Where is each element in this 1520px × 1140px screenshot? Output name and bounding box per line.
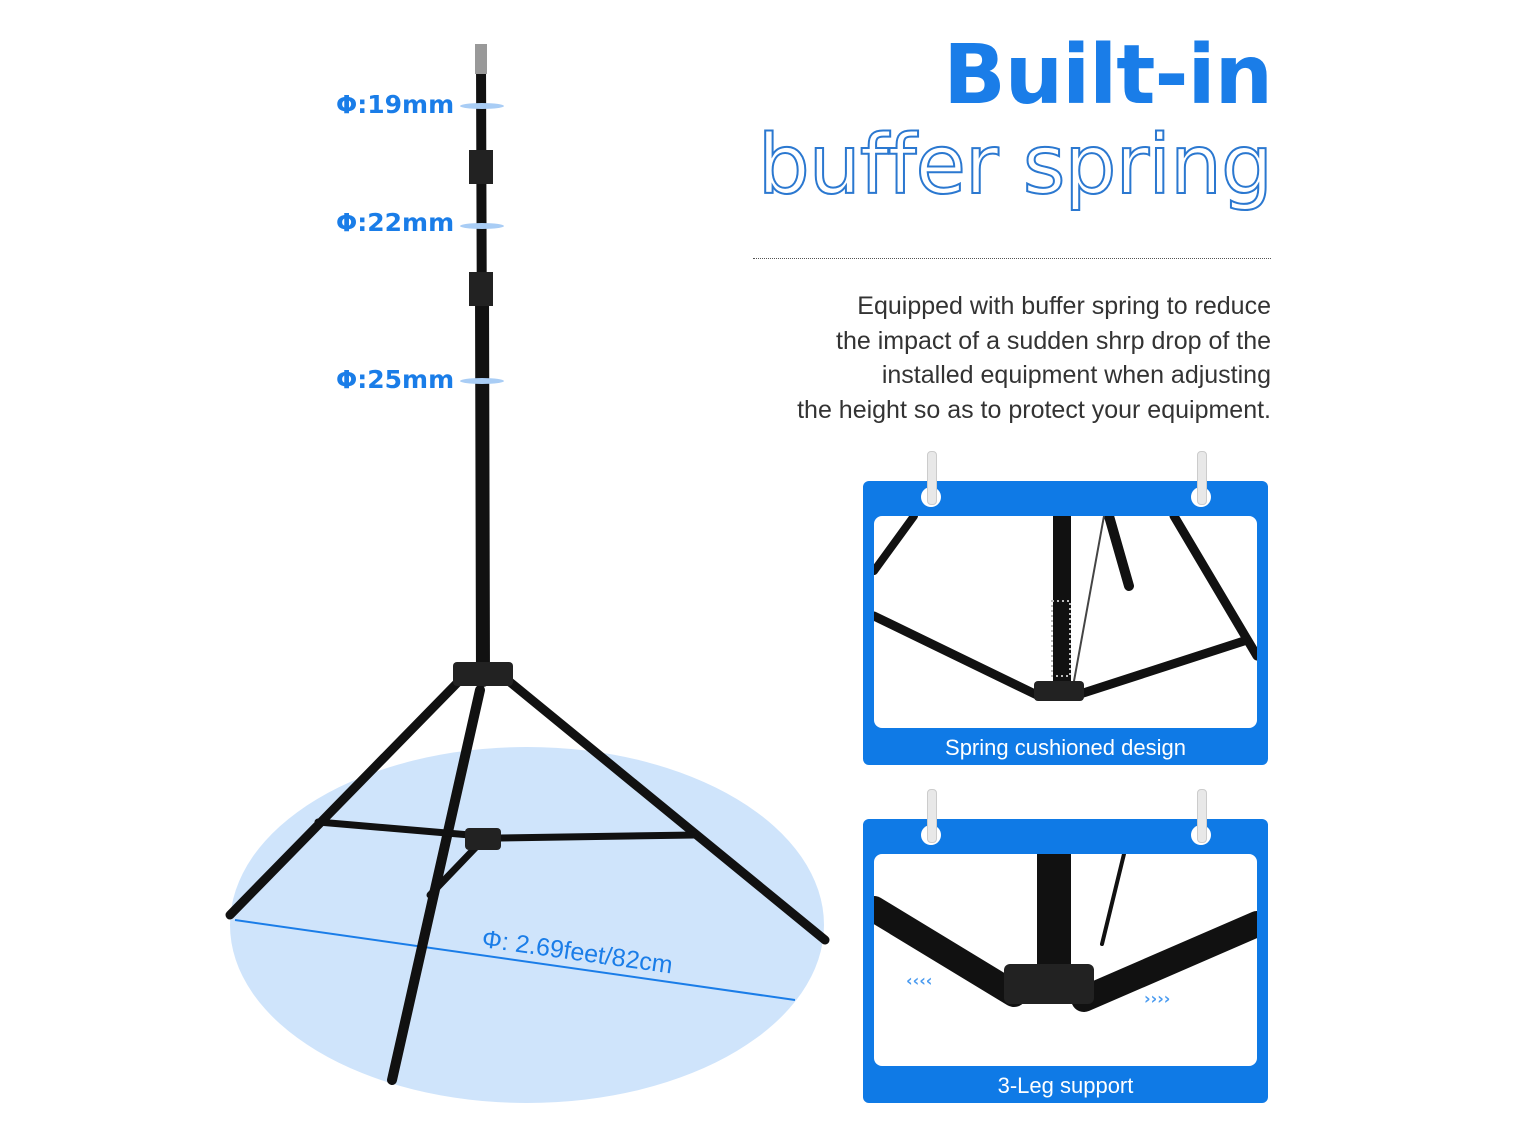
left-leg: [225, 673, 467, 920]
headline-line1: Built-in: [943, 28, 1273, 123]
brace-hub: [465, 828, 501, 850]
footprint-diameter-line: [234, 919, 796, 1001]
leg-support-panel: ‹‹‹‹ ›››› 3-Leg support: [863, 789, 1268, 1103]
panel-caption: 3-Leg support: [997, 1073, 1134, 1098]
description: Equipped with buffer spring to reduce th…: [711, 289, 1271, 427]
knob-upper: [469, 150, 493, 184]
right-brace: [496, 831, 699, 842]
hook-icon: [1197, 451, 1207, 505]
tripod: [225, 55, 830, 1085]
hook-icon: [927, 451, 937, 505]
diameter-label-25mm: Φ:25mm: [336, 365, 455, 394]
spring-detail-panel: Spring cushioned design: [863, 451, 1268, 765]
description-line: the impact of a sudden shrp drop of the: [836, 326, 1271, 355]
spring-detail-image: [874, 516, 1257, 728]
leg-support-image: ‹‹‹‹ ››››: [874, 854, 1257, 1066]
diameter-label-22mm: Φ:22mm: [336, 208, 455, 237]
headline-line2: buffer spring: [757, 117, 1274, 214]
left-brace: [314, 818, 474, 839]
hook-icon: [927, 789, 937, 843]
description-line: installed equipment when adjusting: [881, 361, 1271, 389]
divider: [753, 258, 1271, 259]
footprint-ellipse: [230, 747, 824, 1103]
diameter-markers: [460, 103, 504, 384]
arrow-icon: ››››: [1144, 989, 1170, 1008]
column-lower: [475, 283, 490, 687]
stud: [475, 44, 487, 74]
description-line: Equipped with buffer spring to reduce: [857, 292, 1271, 320]
hook-icon: [1197, 789, 1207, 843]
leg-hub: [453, 662, 513, 686]
front-brace: [426, 841, 482, 899]
description-line: the height so as to protect your equipme…: [797, 395, 1271, 424]
right-leg: [500, 673, 830, 945]
panel-caption: Spring cushioned design: [945, 735, 1186, 760]
arrow-icon: ‹‹‹‹: [906, 971, 932, 990]
diameter-label-19mm: Φ:19mm: [336, 90, 455, 119]
knob-lower: [469, 272, 493, 306]
